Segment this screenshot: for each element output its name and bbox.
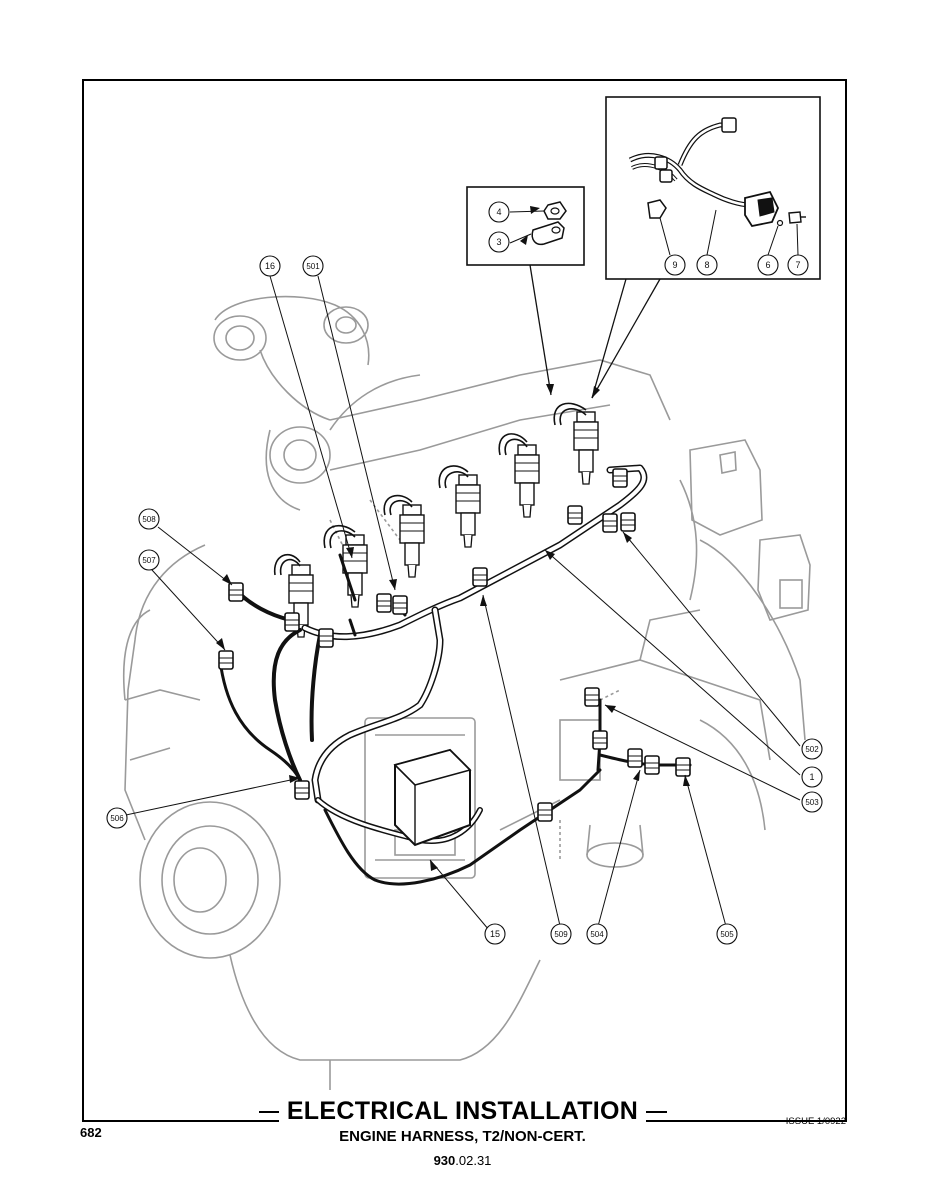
callout-3: 3 — [496, 237, 501, 247]
callout-labels: 4 3 9 8 6 7 16 501 508 507 506 502 1 503… — [110, 207, 819, 939]
callout-8: 8 — [704, 260, 709, 270]
title-rule-right — [625, 1111, 667, 1113]
callout-509: 509 — [554, 930, 568, 939]
callout-508: 508 — [142, 515, 156, 524]
page-title-text: ELECTRICAL INSTALLATION — [278, 1097, 647, 1125]
engine-harness — [218, 464, 692, 886]
engine-block-outline — [122, 295, 811, 1090]
callout-leaders — [125, 275, 801, 931]
callout-badges — [106, 201, 823, 945]
callout-505: 505 — [720, 930, 734, 939]
callout-507: 507 — [142, 556, 156, 565]
callout-6: 6 — [765, 260, 770, 270]
page-number: 682 — [80, 1125, 102, 1140]
page-title: ELECTRICAL INSTALLATION — [0, 1097, 925, 1126]
callout-7: 7 — [795, 260, 800, 270]
section-code: 930.02.31 — [0, 1153, 925, 1168]
callout-506: 506 — [110, 814, 124, 823]
section-code-rest: .02.31 — [455, 1153, 492, 1168]
callout-503: 503 — [805, 798, 819, 807]
section-code-bold: 930 — [433, 1153, 456, 1168]
callout-arrowheads — [216, 206, 690, 871]
callout-501: 501 — [306, 262, 320, 271]
callout-502: 502 — [805, 745, 819, 754]
callout-4: 4 — [496, 207, 501, 217]
callout-1: 1 — [809, 772, 814, 782]
inset-injector-harness-detail — [605, 96, 821, 280]
callout-9: 9 — [672, 260, 677, 270]
page-subtitle: ENGINE HARNESS, T2/NON-CERT. — [339, 1128, 586, 1145]
inset-leaders — [529, 264, 661, 399]
ecm-module — [393, 748, 472, 847]
callout-504: 504 — [590, 930, 604, 939]
fuel-lines — [274, 402, 587, 576]
callout-16: 16 — [265, 261, 275, 271]
callout-15: 15 — [490, 929, 500, 939]
issue-label: ISSUE 1/0922 — [785, 1116, 846, 1127]
inset-clip-detail — [466, 186, 585, 266]
